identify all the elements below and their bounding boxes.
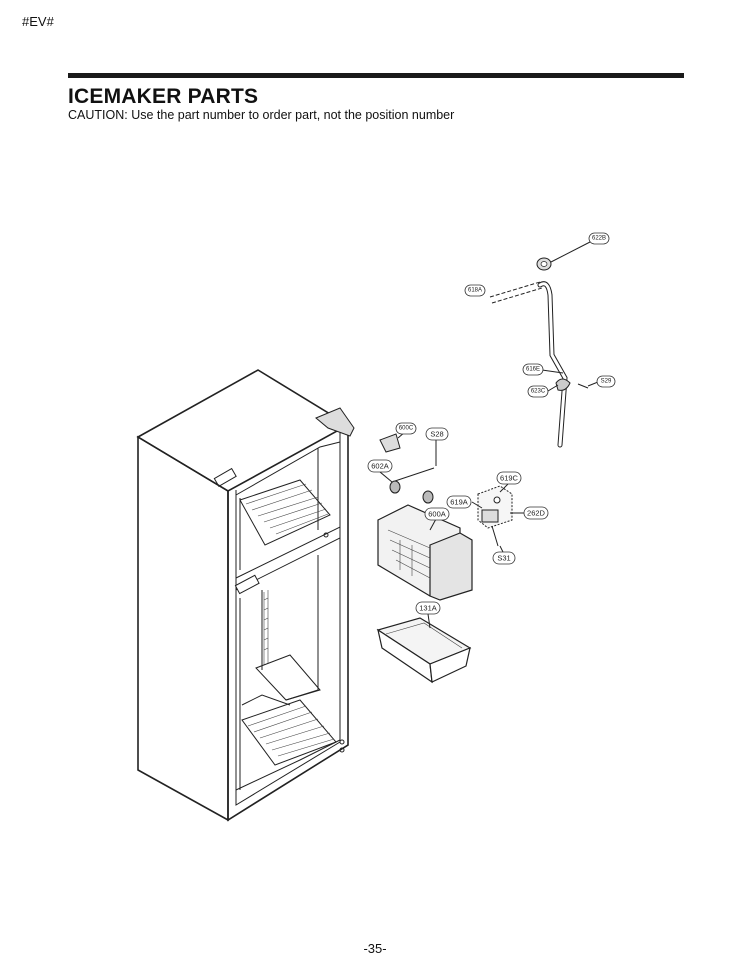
callout-label: 600C bbox=[399, 426, 414, 432]
callout-262D: 262D bbox=[523, 506, 549, 520]
caution-note: CAUTION: Use the part number to order pa… bbox=[68, 108, 455, 122]
callout-S31: S31 bbox=[492, 551, 516, 565]
callout-602A: 602A bbox=[367, 459, 393, 473]
callout-label: 619A bbox=[450, 498, 468, 507]
callout-label: 619C bbox=[500, 474, 519, 483]
callout-label: S28 bbox=[430, 430, 443, 439]
callout-label: 602A bbox=[371, 462, 389, 471]
callout-label: S31 bbox=[497, 554, 510, 563]
callout-618A: 618A bbox=[464, 284, 486, 297]
callout-label: 131A bbox=[419, 604, 437, 613]
callout-label: 618A bbox=[468, 288, 482, 294]
callout-label: 622B bbox=[592, 236, 606, 242]
callout-622B: 622B bbox=[588, 232, 610, 245]
callout-623C: 623C bbox=[527, 385, 549, 398]
ice-bin bbox=[376, 617, 472, 684]
callout-S29: S29 bbox=[596, 375, 616, 388]
page-number: -35- bbox=[363, 941, 387, 956]
corner-code: #EV# bbox=[22, 14, 54, 29]
water-tube-assembly bbox=[489, 257, 589, 448]
callout-label: 616E bbox=[526, 367, 540, 373]
callout-label: 623C bbox=[531, 389, 546, 395]
callout-600C: 600C bbox=[395, 422, 417, 435]
callout-619A: 619A bbox=[446, 495, 472, 509]
callout-131A: 131A bbox=[415, 601, 441, 615]
callout-label: 600A bbox=[428, 510, 446, 519]
callout-600A: 600A bbox=[424, 507, 450, 521]
header-rule bbox=[68, 73, 684, 78]
callout-S28: S28 bbox=[425, 427, 449, 441]
icemaker-assembly bbox=[377, 433, 520, 601]
refrigerator-cabinet-illustration bbox=[136, 369, 355, 822]
leader-lines bbox=[379, 241, 599, 629]
callout-616E: 616E bbox=[522, 363, 544, 376]
callout-619C: 619C bbox=[496, 471, 522, 485]
callout-label: S29 bbox=[601, 379, 612, 385]
page-title: ICEMAKER PARTS bbox=[68, 85, 259, 108]
callout-label: 262D bbox=[527, 509, 546, 518]
